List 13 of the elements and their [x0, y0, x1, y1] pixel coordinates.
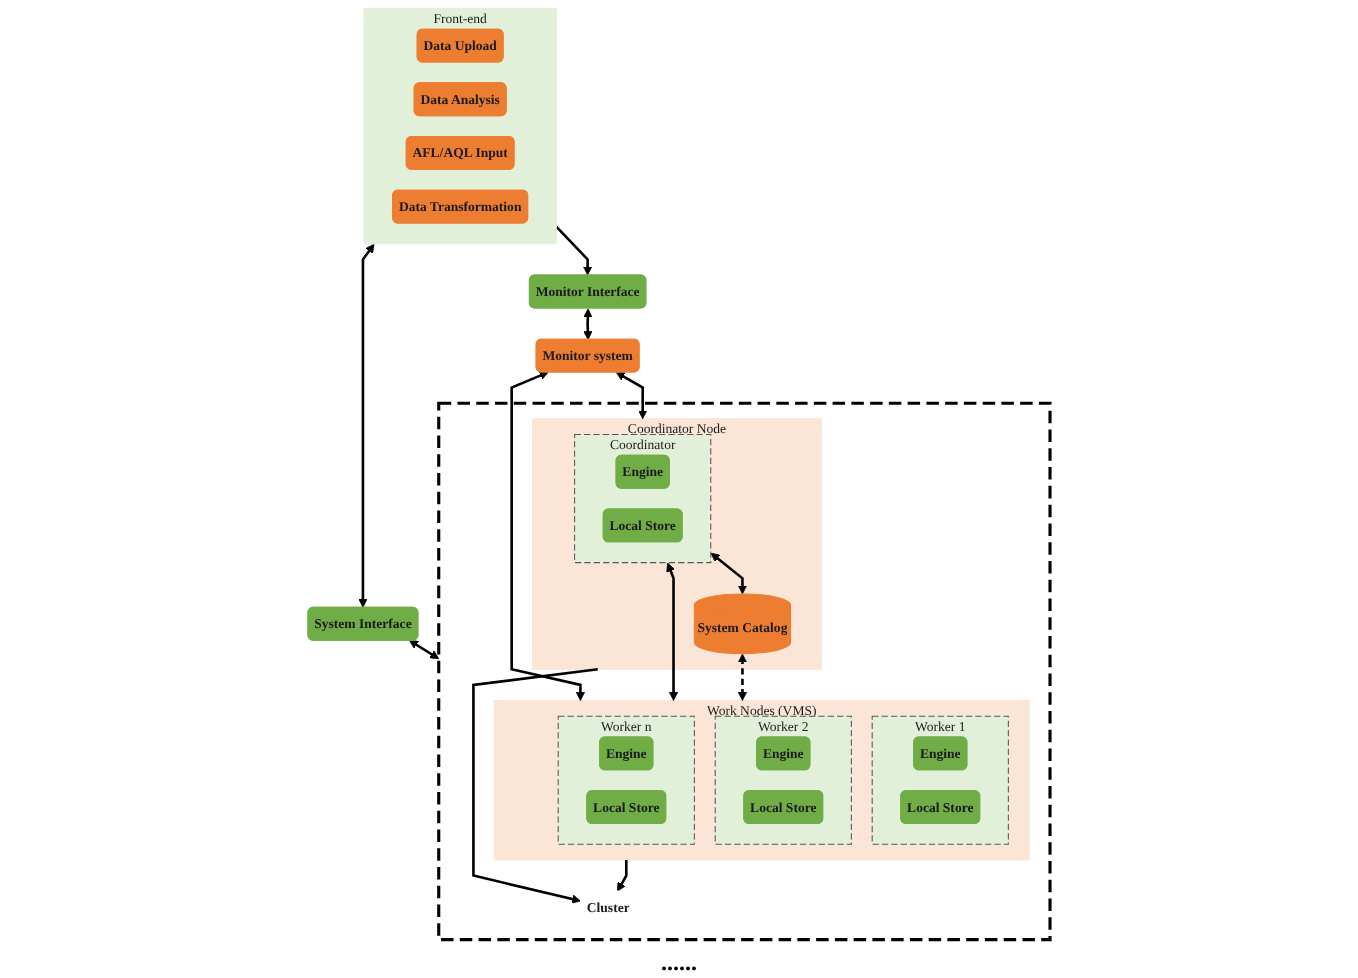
arrow — [710, 552, 748, 595]
arrow — [510, 371, 585, 701]
ellipsis-text: ...... — [661, 948, 697, 976]
arrow — [617, 859, 628, 892]
arrow — [583, 308, 593, 341]
arrow — [409, 640, 440, 660]
cluster — [437, 401, 1052, 942]
arrow — [615, 371, 648, 420]
arrow — [358, 243, 375, 608]
arrow — [555, 225, 593, 276]
arrow — [472, 668, 598, 904]
arrow — [666, 562, 679, 701]
arrow — [737, 653, 748, 701]
